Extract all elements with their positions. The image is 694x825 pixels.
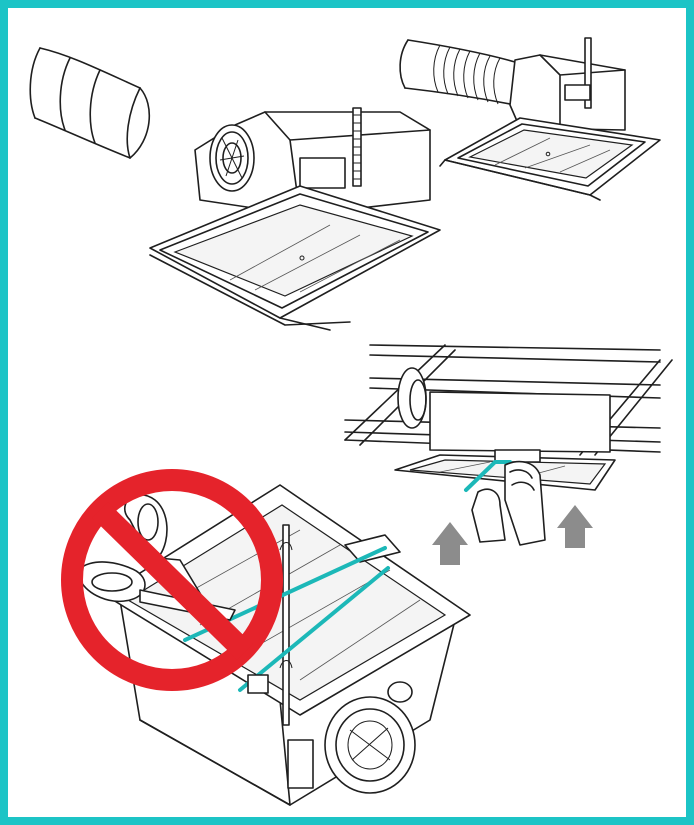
- duct-section-illustration: [29, 47, 151, 159]
- installation-diagram: [29, 37, 673, 806]
- unit-underside: [104, 484, 471, 806]
- fan-unit-large: [149, 107, 441, 331]
- fan-unit-small: [399, 37, 661, 201]
- grille-install-step: [344, 344, 673, 565]
- prohibition-icon: [61, 469, 283, 691]
